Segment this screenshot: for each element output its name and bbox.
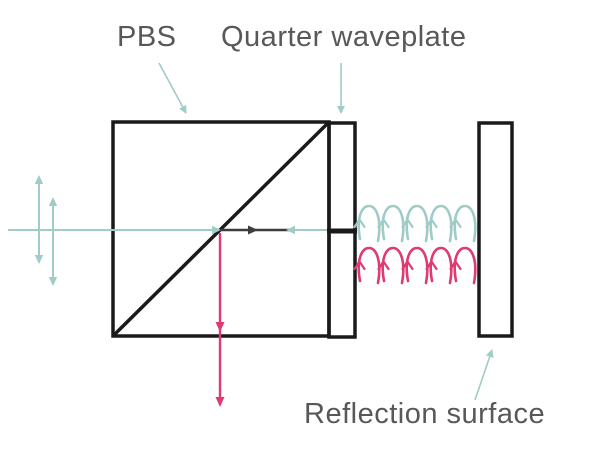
vertical-polarization-arrow-1 (34, 175, 44, 264)
polarization-loop (429, 204, 453, 243)
quarter-waveplate-label: Quarter waveplate (221, 21, 467, 53)
polarization-loop-arrowhead (425, 217, 438, 229)
reflection-surface-label: Reflection surface (304, 398, 546, 430)
polarization-loop (429, 246, 453, 285)
polarization-loop (381, 246, 405, 285)
polarization-loop (405, 204, 429, 243)
polarization-loop-arrowhead (377, 217, 390, 229)
circular-polarization-loops-teal (353, 204, 477, 243)
pbs-label: PBS (117, 21, 177, 53)
polarization-loop (453, 246, 477, 285)
reflection-surface-pointer-arrow (474, 349, 494, 401)
reflection-surface-rect (477, 121, 514, 338)
polarization-loop (357, 246, 381, 285)
incoming-beam-arrowhead (212, 225, 221, 235)
polarization-loop-arrowhead (425, 259, 438, 271)
transmitted-beam-arrowhead (248, 225, 258, 235)
polarization-loop (357, 204, 381, 243)
polarization-loop (381, 204, 405, 243)
polarization-loop-arrowhead (401, 259, 414, 271)
return-beam-arrowhead (286, 225, 295, 235)
polarization-loop-arrowhead (353, 259, 366, 271)
vertical-polarization-arrow-2 (48, 197, 58, 286)
pbs-pointer-arrow (158, 62, 187, 114)
polarization-loop-arrowhead (353, 217, 366, 229)
polarization-loop-arrowhead (377, 259, 390, 271)
polarization-loop (453, 204, 477, 243)
polarization-loop-arrowhead (449, 259, 462, 271)
polarization-loop (405, 246, 429, 285)
downward-beam-end-arrowhead (215, 397, 225, 407)
downward-beam-mid-arrowhead (215, 322, 225, 332)
polarization-loop-arrowhead (401, 217, 414, 229)
polarization-loop-arrowhead (449, 217, 462, 229)
circular-polarization-loops-pink (353, 246, 477, 285)
